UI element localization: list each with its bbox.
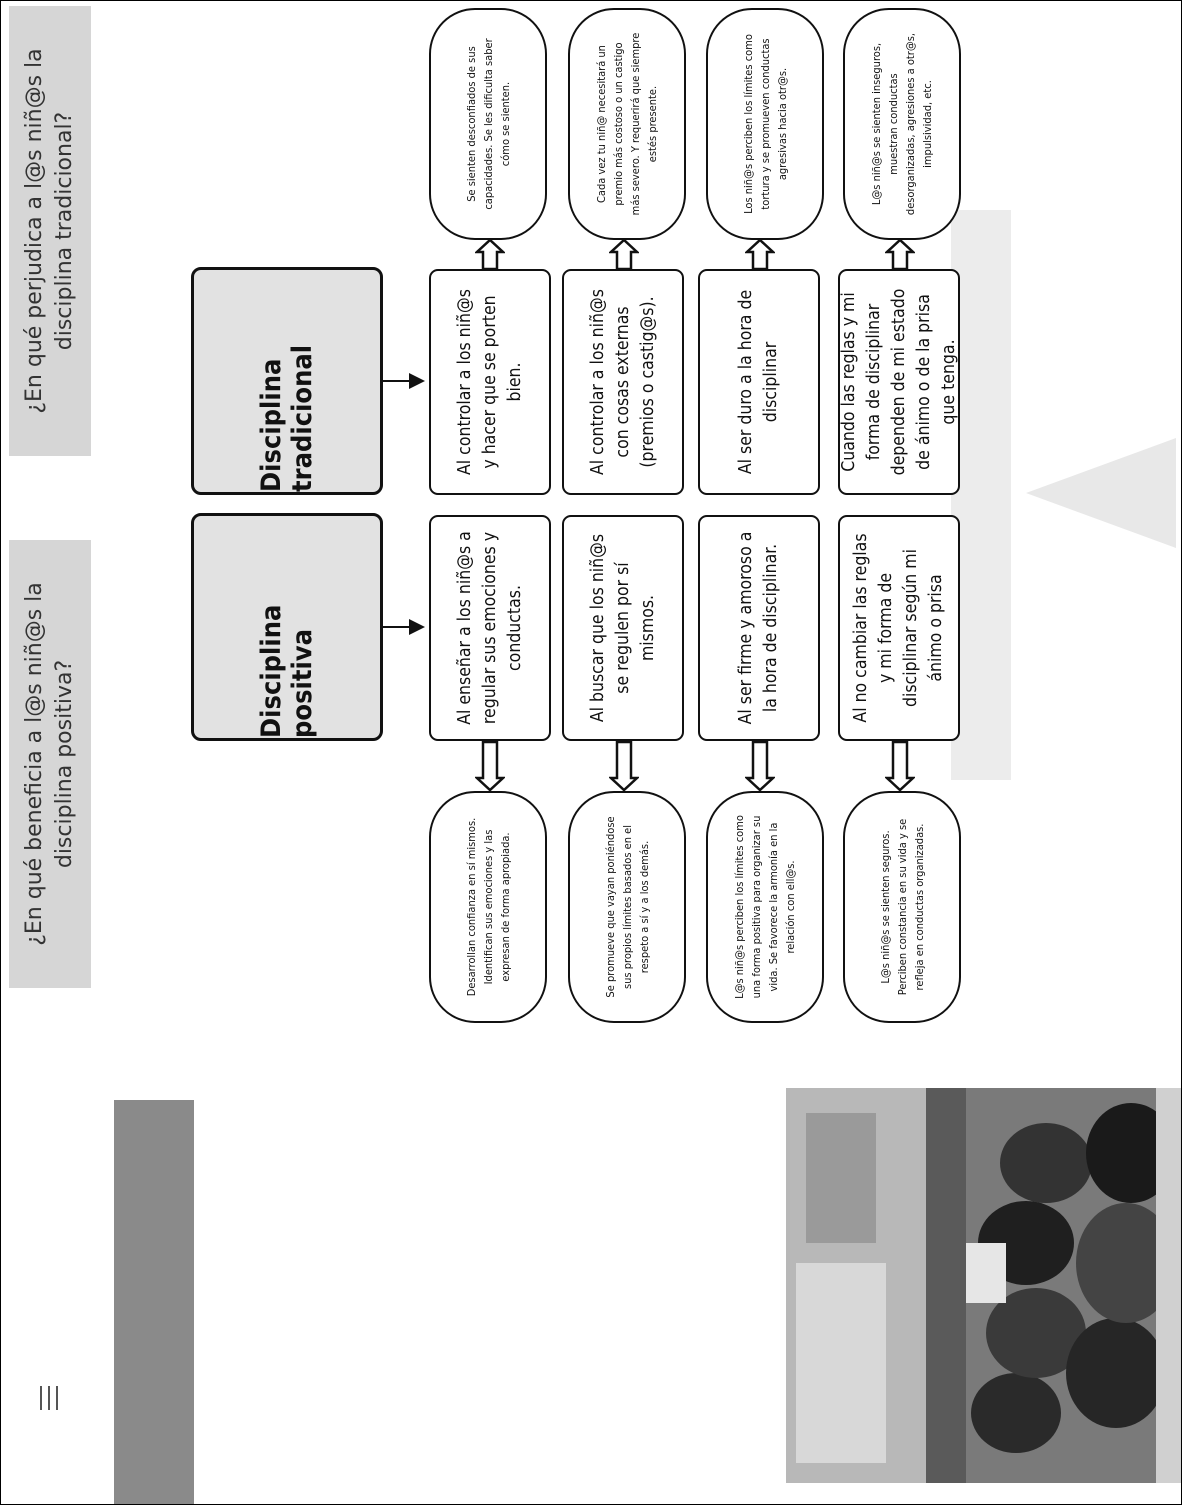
double-arrow-icon bbox=[609, 740, 639, 792]
decorative-triangle-icon bbox=[1026, 438, 1176, 548]
menu-lines-icon bbox=[40, 1386, 58, 1410]
double-arrow-icon bbox=[745, 238, 775, 270]
double-arrow-icon bbox=[745, 740, 775, 792]
classroom-photo bbox=[786, 1088, 1181, 1483]
double-arrow-icon bbox=[475, 238, 505, 270]
double-arrow-icon bbox=[885, 238, 915, 270]
double-arrow-icon bbox=[885, 740, 915, 792]
double-arrow-icon bbox=[609, 238, 639, 270]
double-arrow-icon bbox=[475, 740, 505, 792]
